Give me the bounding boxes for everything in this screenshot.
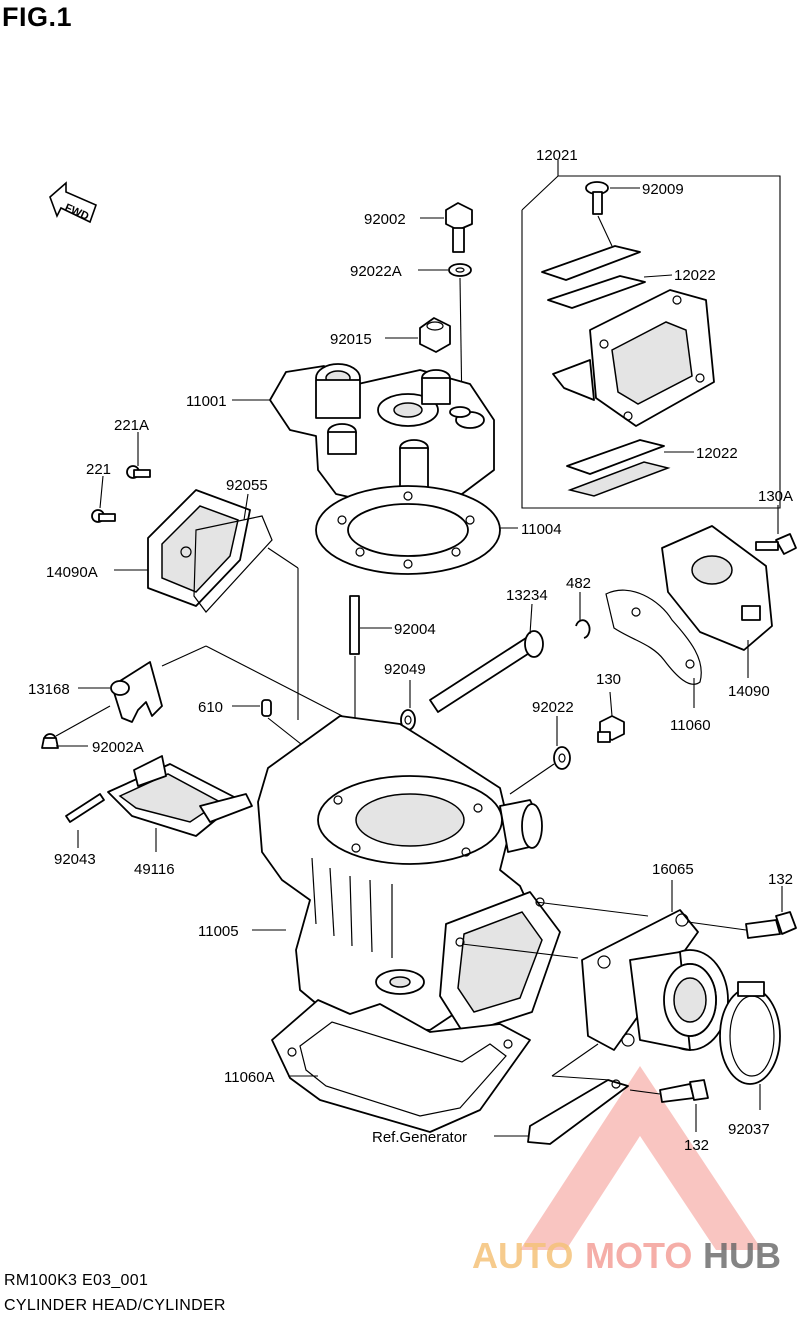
label-610: 610: [198, 699, 223, 716]
label-11001: 11001: [186, 393, 227, 410]
label-16065: 16065: [652, 861, 694, 878]
label-14090: 14090: [728, 683, 770, 700]
exhaust-cover-right: [597, 505, 797, 743]
exhaust-cover-left: [91, 432, 299, 720]
label-92002: 92002: [364, 211, 406, 228]
base-gasket: [271, 999, 531, 1133]
section-title: CYLINDER HEAD/CYLINDER: [4, 1297, 226, 1314]
label-132-bottom: 132: [684, 1137, 709, 1154]
label-130: 130: [596, 671, 621, 688]
watermark-logo: AUTO MOTO HUB: [472, 1066, 781, 1276]
label-92002A: 92002A: [92, 739, 144, 756]
label-221A: 221A: [114, 417, 149, 434]
head-bolt-group: [385, 202, 473, 413]
part-labels: 12021 92009 92002 92022A 12022 92015 110…: [28, 147, 793, 1154]
reed-valve-assembly: [521, 160, 781, 509]
label-92049: 92049: [384, 661, 426, 678]
label-11060: 11060: [670, 717, 711, 734]
label-132-right: 132: [768, 871, 793, 888]
label-49116: 49116: [134, 861, 175, 878]
label-14090A: 14090A: [46, 564, 98, 581]
cylinder-body: [252, 715, 579, 1035]
label-92037: 92037: [728, 1121, 770, 1138]
dowel-pin: [232, 699, 345, 779]
label-92043: 92043: [54, 851, 96, 868]
label-92015: 92015: [330, 331, 372, 348]
label-92004: 92004: [394, 621, 436, 638]
intake-pipe-assembly: [535, 880, 797, 1132]
label-92055: 92055: [226, 477, 268, 494]
label-221: 221: [86, 461, 111, 478]
label-12022-bottom: 12022: [696, 445, 738, 462]
label-11004: 11004: [521, 521, 562, 538]
label-ref-generator: Ref.Generator: [372, 1129, 467, 1146]
exhaust-valve-shaft: [400, 592, 591, 731]
governor-holder: [65, 755, 253, 852]
label-92022: 92022: [532, 699, 574, 716]
label-92009: 92009: [642, 181, 684, 198]
washer-92022: [509, 716, 571, 795]
label-92022A: 92022A: [350, 263, 402, 280]
cylinder-head: [232, 363, 495, 507]
ref-generator-bracket: [494, 1079, 629, 1145]
label-13234: 13234: [506, 587, 548, 604]
label-11005: 11005: [198, 923, 239, 940]
label-482: 482: [566, 575, 591, 592]
watermark-hub: HUB: [703, 1235, 781, 1276]
watermark-moto: MOTO: [585, 1235, 692, 1276]
label-130A: 130A: [758, 488, 793, 505]
model-code: RM100K3 E03_001: [4, 1272, 149, 1289]
head-gasket: [315, 485, 518, 575]
fwd-arrow-icon: FWD: [49, 181, 98, 224]
label-12021: 12021: [536, 147, 578, 164]
watermark-auto: AUTO: [472, 1235, 573, 1276]
label-11060A: 11060A: [224, 1069, 275, 1086]
label-13168: 13168: [28, 681, 70, 698]
label-12022-top: 12022: [674, 267, 716, 284]
exhaust-valve-lever: [41, 645, 351, 749]
figure-title: FIG.1: [2, 2, 73, 32]
